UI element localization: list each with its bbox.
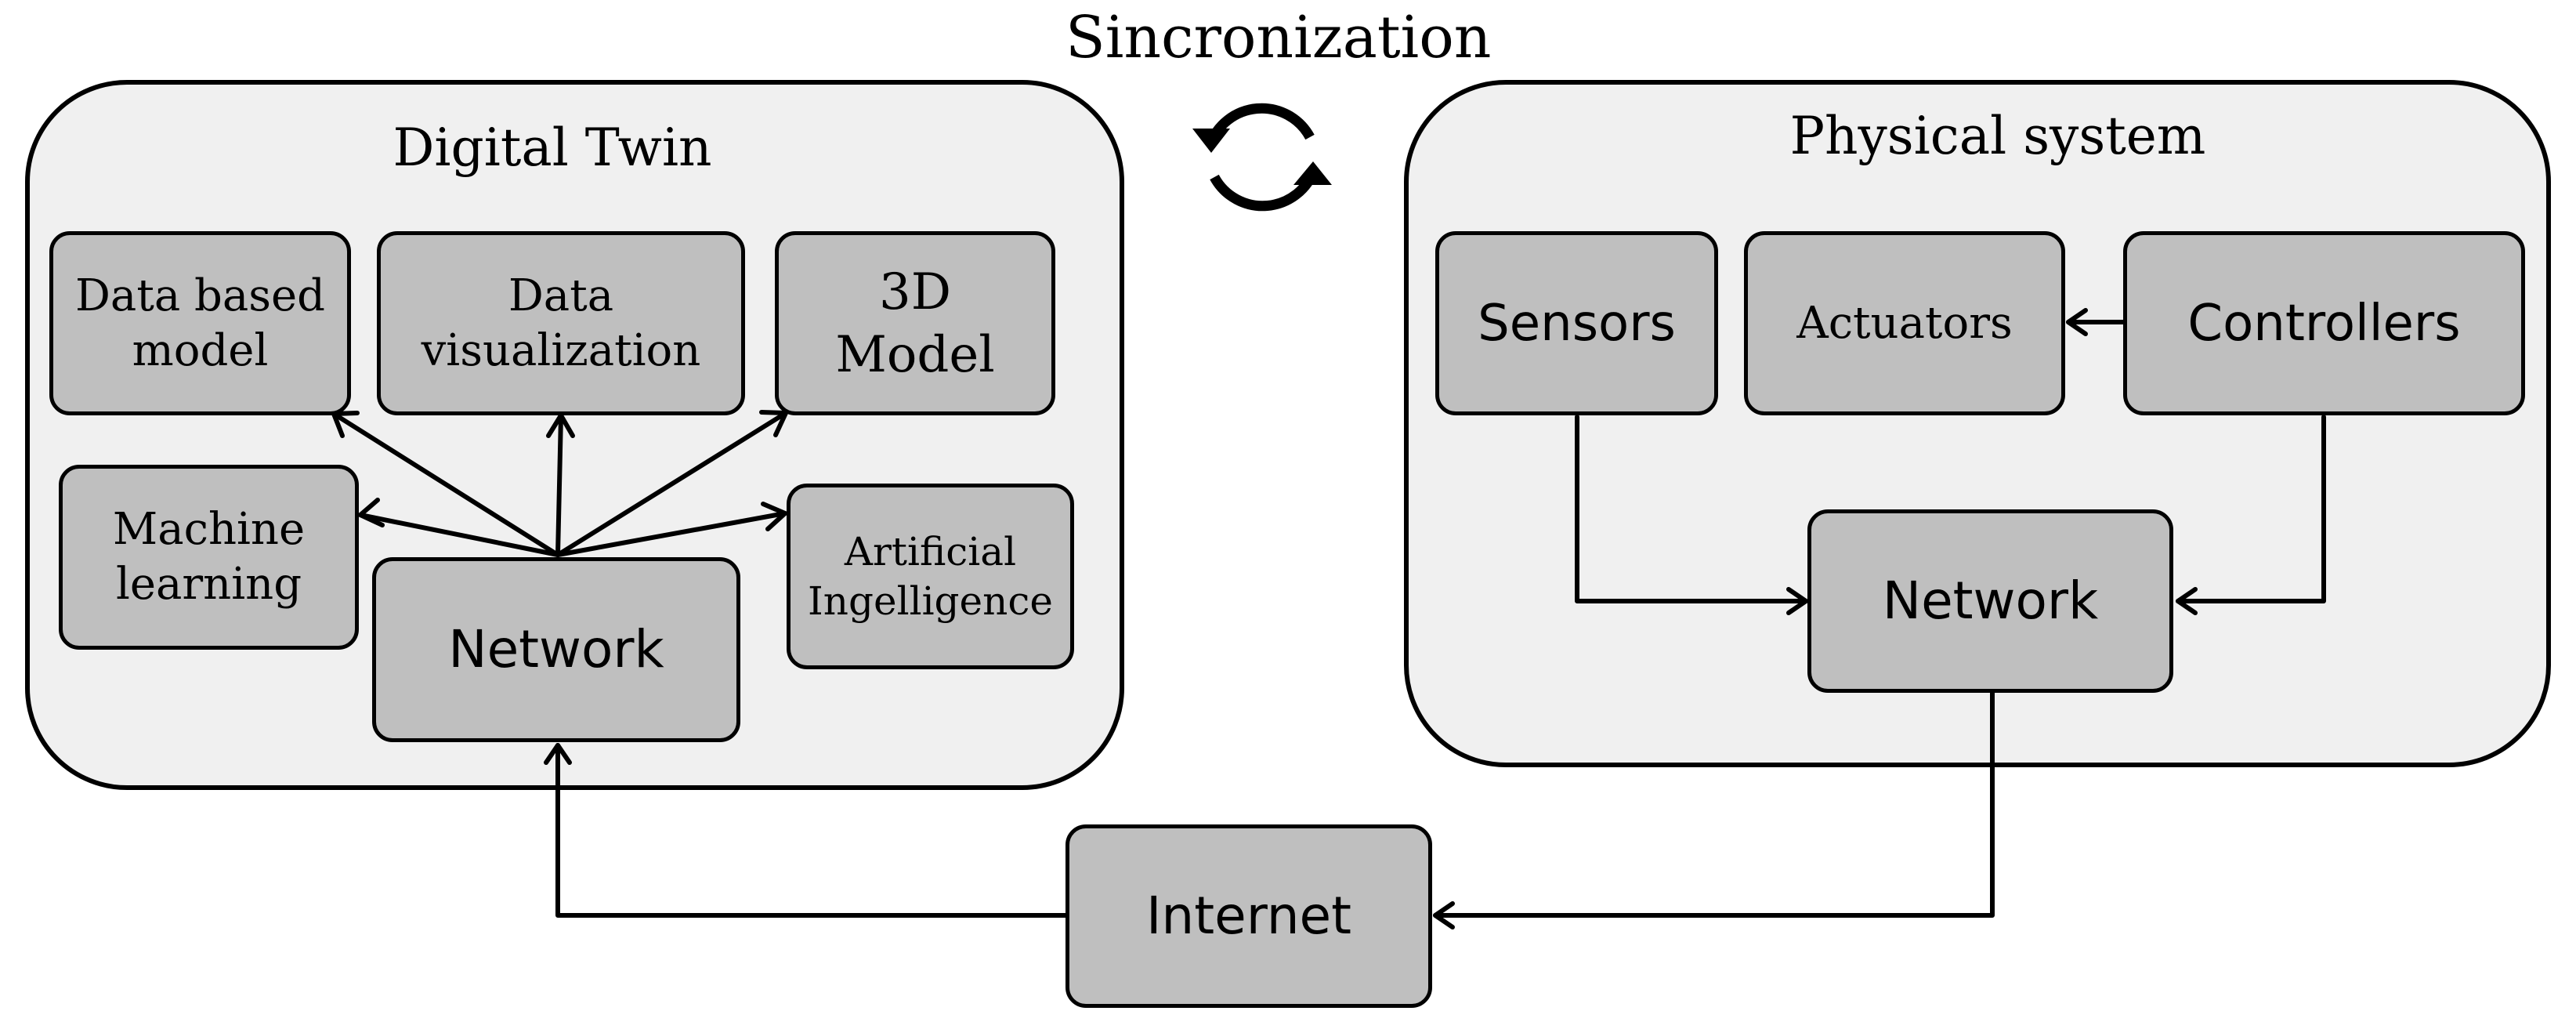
arrow-to-data-based-model <box>331 411 560 557</box>
arrow-to-data-visualization <box>555 413 563 557</box>
dt-network-node: Network <box>372 557 740 742</box>
internet-node: Internet <box>1065 824 1432 1008</box>
physical-system-title: Physical system <box>1789 106 2206 166</box>
sync-label: Sincronization <box>1065 4 1492 71</box>
arrow-sensors-to-network <box>1575 415 1808 603</box>
artificial-intelligence-node: Artificial Ingelligence <box>787 484 1074 669</box>
arrow-controllers-to-network <box>2176 415 2326 603</box>
arrow-internet-to-dt-network <box>555 743 1068 918</box>
sensors-node: Sensors <box>1435 231 1718 415</box>
actuators-node: Actuators <box>1744 231 2065 415</box>
arrow-network-to-internet <box>1433 689 1995 918</box>
digital-twin-title: Digital Twin <box>393 118 712 178</box>
machine-learning-node: Machine learning <box>59 465 359 650</box>
arrow-to-3d-model <box>555 411 788 557</box>
3d-model-node: 3D Model <box>775 231 1055 415</box>
ps-network-node: Network <box>1807 509 2173 693</box>
arrow-to-machine-learning <box>358 513 560 557</box>
data-visualization-node: Data visualization <box>377 231 745 415</box>
controllers-node: Controllers <box>2123 231 2525 415</box>
arrow-to-artificial-intelligence <box>555 511 787 557</box>
data-based-model-node: Data based model <box>49 231 351 415</box>
